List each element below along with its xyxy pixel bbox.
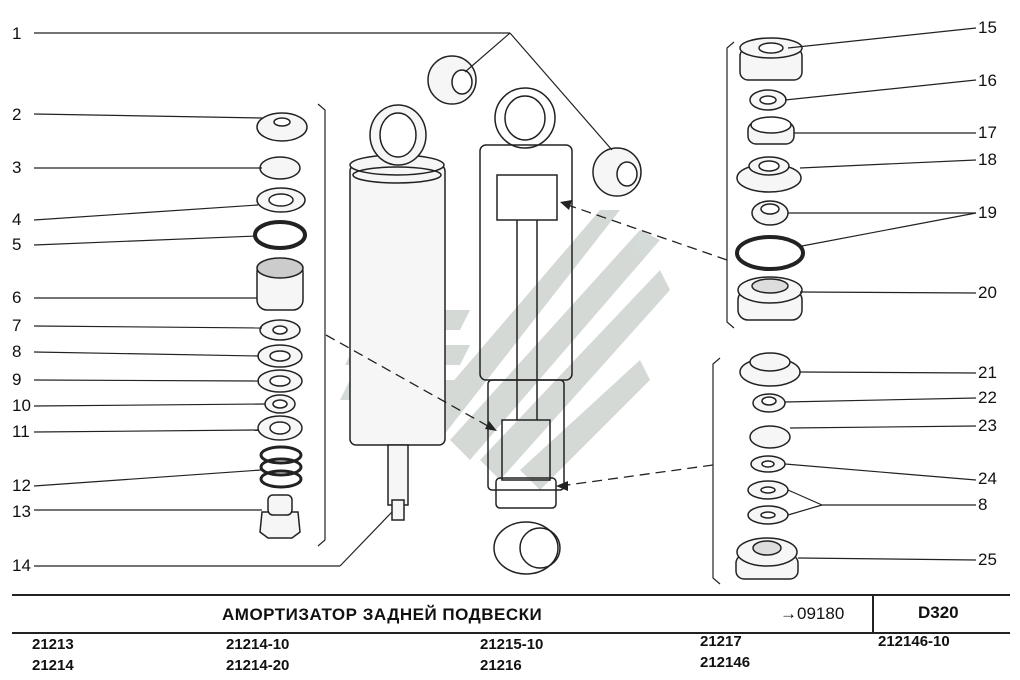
left-part-stack (253, 112, 308, 539)
callout-14: 14 (12, 556, 31, 575)
callout-15: 15 (978, 18, 997, 37)
rubber-bushing-top (427, 55, 642, 197)
callout-7: 7 (12, 316, 22, 335)
callout-10: 10 (12, 396, 31, 415)
callout-8: 8 (12, 342, 22, 361)
dashed-arrows (325, 203, 728, 487)
title-divider (872, 596, 874, 632)
callout-17: 17 (978, 123, 997, 142)
callout-11: 11 (12, 422, 30, 441)
callout-12: 12 (12, 476, 31, 495)
callout-2: 2 (12, 105, 22, 124)
callout-6: 6 (12, 288, 22, 307)
model-number: 21213 (32, 636, 74, 653)
reference-number: →09180 (780, 604, 845, 623)
model-number: 212146-10 (878, 633, 950, 650)
callout-24: 24 (978, 469, 997, 488)
arrow-heads (485, 200, 572, 491)
exploded-view-diagram (33, 27, 977, 585)
right-top-part-stack (735, 37, 805, 321)
leader-lines (33, 27, 977, 585)
model-number: 21217 (700, 633, 742, 650)
model-number: 21214 (32, 657, 74, 674)
callout-25: 25 (978, 550, 997, 569)
model-number: 21214-10 (226, 636, 290, 653)
watermark-logo (340, 210, 670, 490)
callout-4: 4 (12, 210, 22, 229)
callout-16: 16 (978, 71, 997, 90)
callout-9: 9 (12, 370, 22, 389)
callout-3: 3 (12, 158, 22, 177)
callout-5: 5 (12, 235, 22, 254)
callout-23: 23 (978, 416, 997, 435)
callout-19: 19 (978, 203, 997, 222)
callout-22: 22 (978, 388, 997, 407)
callout-21: 21 (978, 363, 997, 382)
assembly-title: АМОРТИЗАТОР ЗАДНЕЙ ПОДВЕСКИ (222, 605, 543, 624)
diagram-code: D320 (918, 603, 959, 622)
callout-20: 20 (978, 283, 997, 302)
footer-title-bar: АМОРТИЗАТОР ЗАДНЕЙ ПОДВЕСКИ →09180 D320 (12, 594, 1010, 634)
shock-absorber-cutaway (479, 87, 573, 575)
callout-13: 13 (12, 502, 31, 521)
callout-8-right: 8 (978, 495, 988, 514)
callout-1: 1 (12, 24, 22, 43)
model-number: 21214-20 (226, 657, 290, 674)
model-number: 21215-10 (480, 636, 544, 653)
model-number: 21216 (480, 657, 522, 674)
right-bottom-part-stack (735, 352, 801, 580)
model-number: 212146 (700, 654, 751, 671)
shock-absorber-assembled (349, 104, 446, 521)
callout-18: 18 (978, 150, 997, 169)
